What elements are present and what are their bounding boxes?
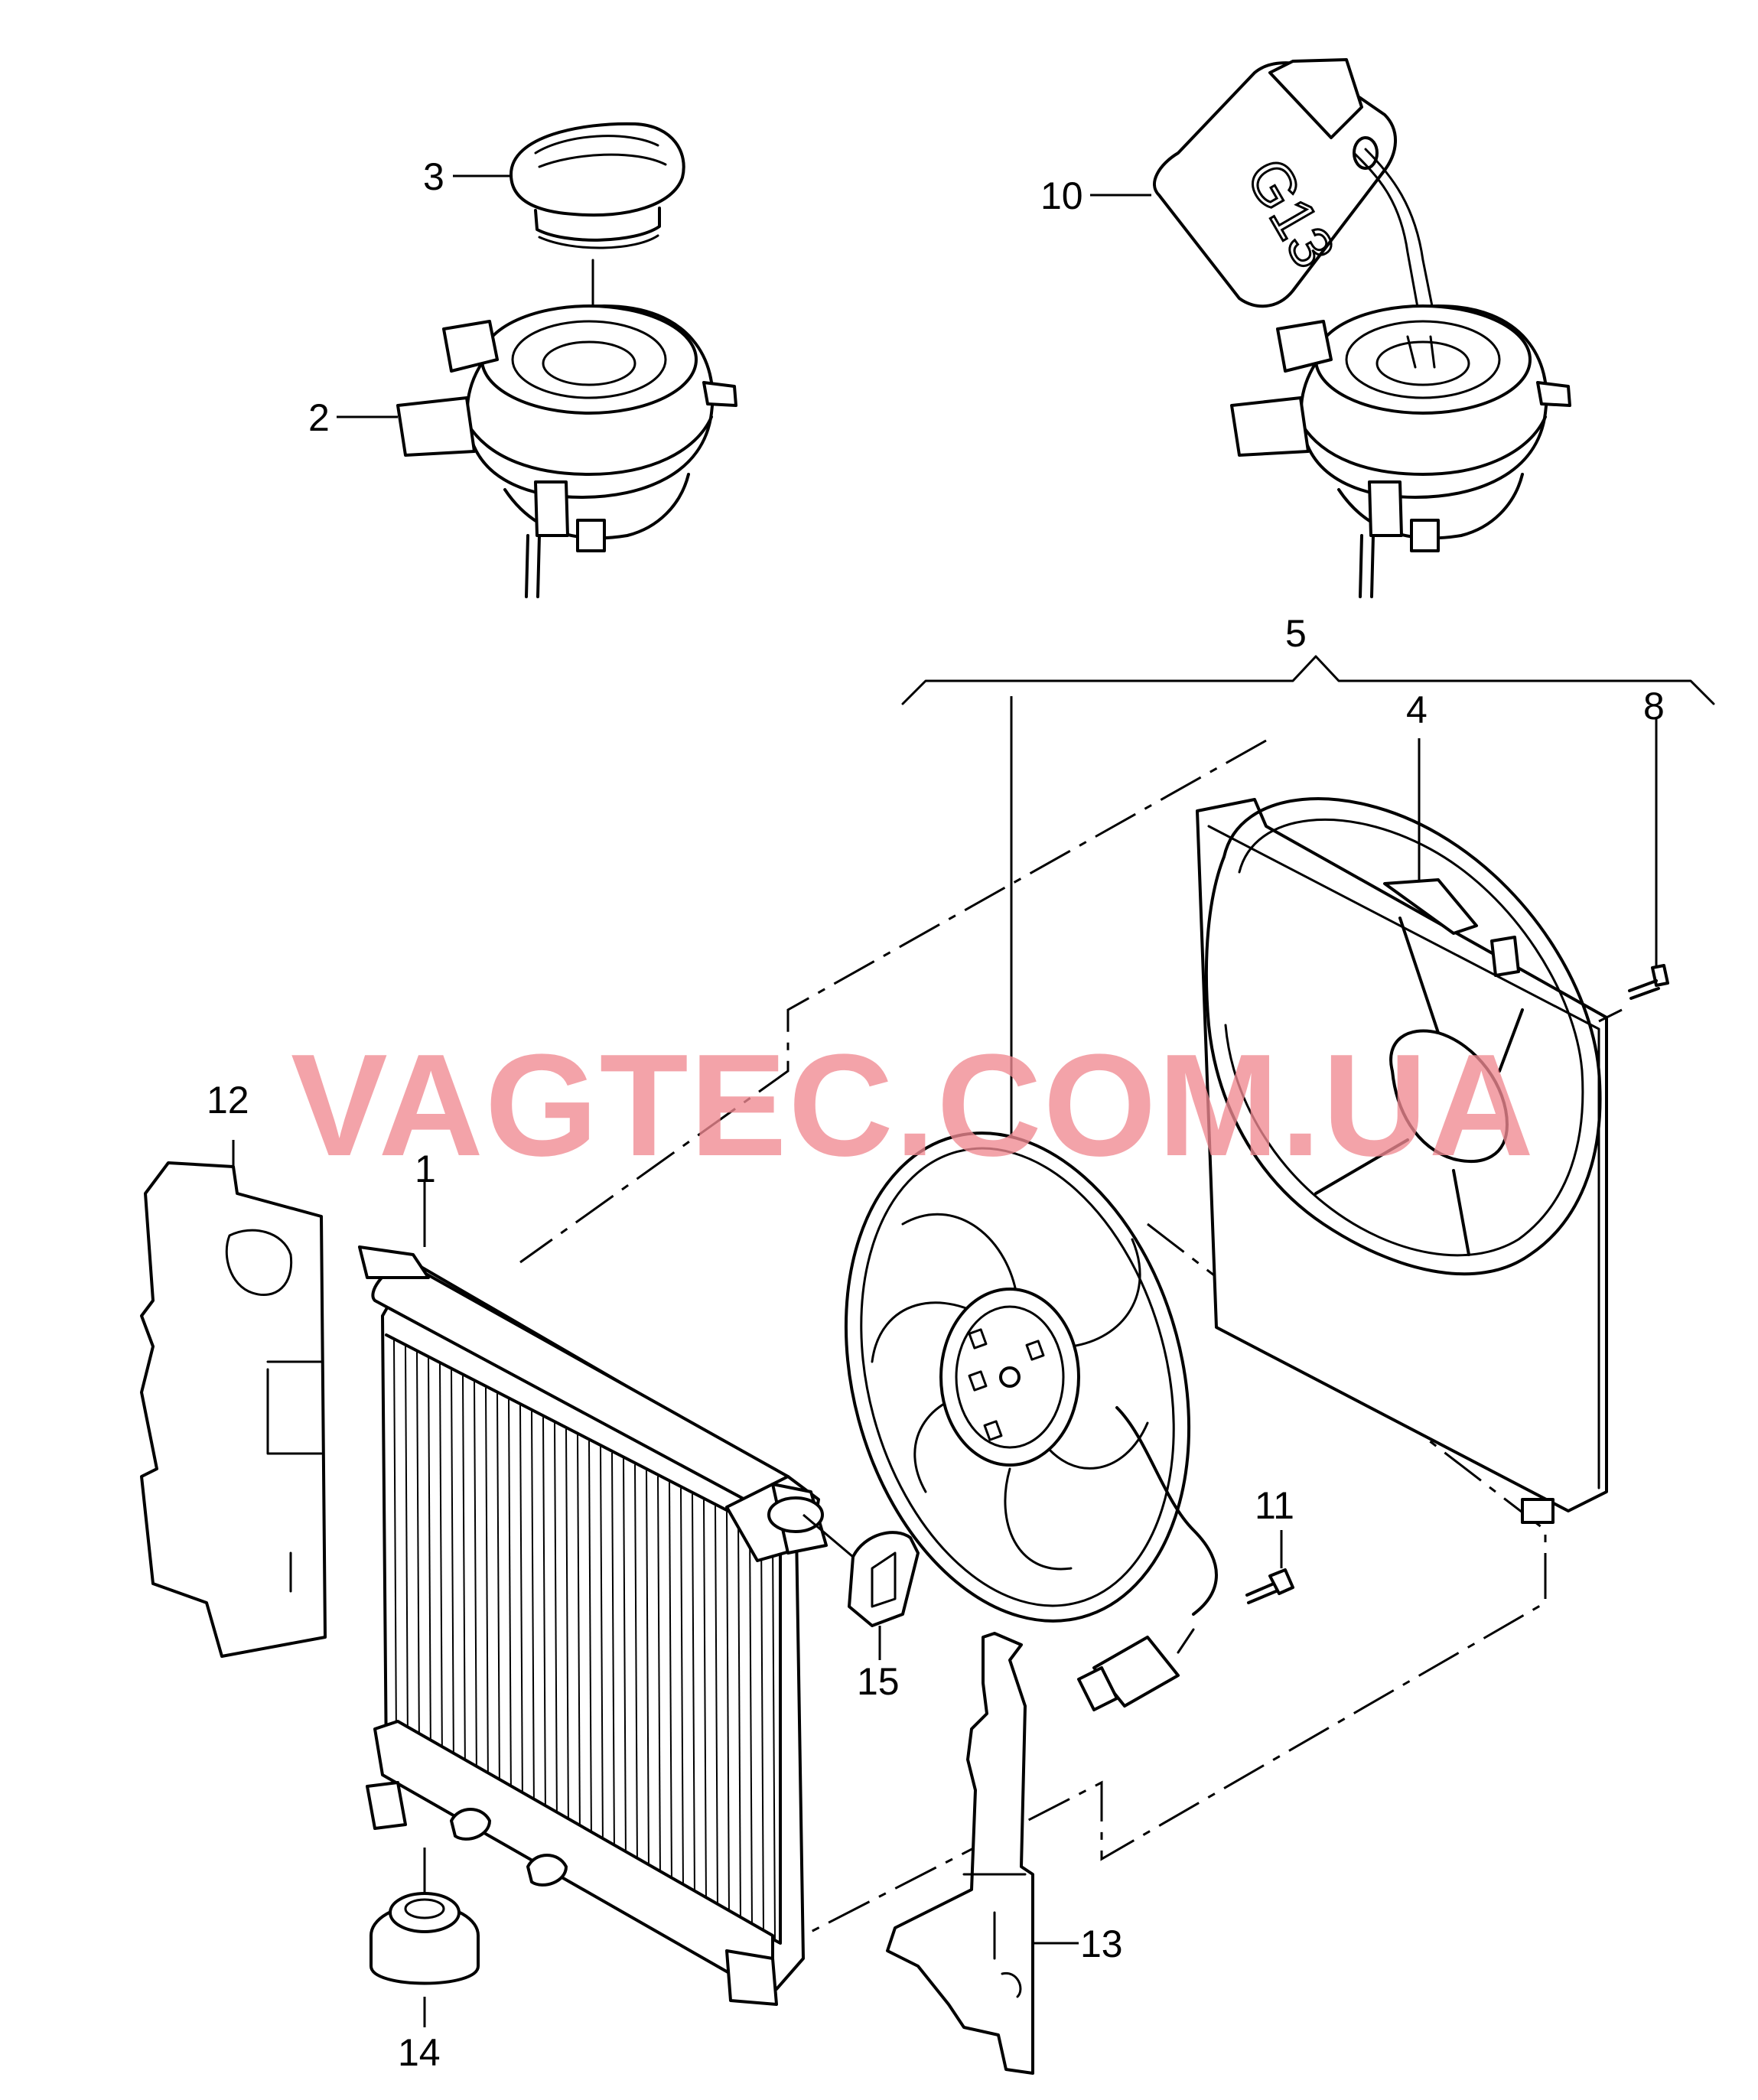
callouts: 3 2 10 5 4 8 12 1 11 15 13 14 bbox=[207, 155, 1665, 2074]
radiator-fins bbox=[393, 1340, 776, 1940]
callout-2: 2 bbox=[308, 396, 330, 439]
callout-14: 14 bbox=[398, 2031, 441, 2074]
radiator-fin bbox=[692, 1493, 695, 1897]
radiator-fin bbox=[634, 1464, 638, 1867]
alignment-lines bbox=[519, 739, 1547, 1933]
expansion-tank-right bbox=[1230, 304, 1571, 598]
air-guide-right bbox=[886, 1632, 1079, 2075]
callout-8: 8 bbox=[1643, 685, 1665, 728]
radiator-fin bbox=[496, 1393, 500, 1795]
fan-shroud bbox=[1196, 797, 1608, 1524]
radiator-fin bbox=[657, 1476, 661, 1880]
callout-12: 12 bbox=[207, 1079, 249, 1122]
radiator-fin bbox=[760, 1529, 764, 1934]
watermark: VAGTEC.COM.UA bbox=[291, 1024, 1535, 1187]
radiator-fin bbox=[519, 1405, 523, 1807]
radiator-fin bbox=[451, 1369, 454, 1771]
rubber-mount bbox=[370, 1848, 480, 2027]
callout-3: 3 bbox=[423, 155, 444, 198]
radiator-fin bbox=[577, 1434, 581, 1838]
radiator bbox=[358, 1245, 828, 2006]
radiator-fin bbox=[508, 1399, 512, 1801]
screw-8 bbox=[1598, 719, 1669, 1023]
screw-11 bbox=[1245, 1530, 1294, 1604]
callout-5: 5 bbox=[1285, 612, 1307, 655]
radiator-fin bbox=[646, 1470, 649, 1874]
radiator-fin bbox=[428, 1358, 431, 1759]
radiator-fin bbox=[565, 1428, 569, 1831]
radiator-fin bbox=[416, 1352, 420, 1753]
radiator-fin bbox=[474, 1382, 477, 1783]
radiator-fin bbox=[680, 1488, 684, 1891]
expansion-tank-left bbox=[396, 304, 737, 598]
radiator-fin bbox=[485, 1387, 489, 1789]
radiator-fin bbox=[623, 1458, 627, 1861]
callout-13: 13 bbox=[1080, 1923, 1123, 1965]
leader-lines bbox=[337, 174, 1421, 1247]
fan-rotor bbox=[844, 1131, 1218, 1623]
callout-1: 1 bbox=[415, 1148, 436, 1190]
radiator-fin bbox=[737, 1517, 741, 1922]
radiator-fin bbox=[669, 1482, 672, 1886]
radiator-fin bbox=[588, 1441, 592, 1843]
radiator-fin bbox=[462, 1376, 466, 1777]
callout-11: 11 bbox=[1255, 1484, 1294, 1527]
radiator-fin bbox=[772, 1535, 776, 1940]
radiator-fin bbox=[726, 1512, 730, 1916]
coolant-canister: G13 bbox=[1153, 58, 1440, 338]
radiator-fin bbox=[439, 1363, 443, 1765]
air-guide-left bbox=[140, 1140, 327, 1658]
radiator-fin bbox=[554, 1423, 558, 1825]
clip-15 bbox=[802, 1513, 920, 1660]
radiator-fin bbox=[531, 1411, 535, 1813]
radiator-fin bbox=[715, 1506, 718, 1910]
radiator-fin bbox=[542, 1417, 546, 1819]
radiator-fin bbox=[749, 1523, 753, 1928]
radiator-fin bbox=[611, 1452, 615, 1855]
assembly-bracket bbox=[901, 655, 1715, 1155]
radiator-fin bbox=[393, 1340, 397, 1741]
radiator-fin bbox=[703, 1499, 707, 1903]
fan-connector bbox=[1077, 1628, 1195, 1711]
radiator-fin bbox=[405, 1346, 409, 1747]
radiator-fin bbox=[600, 1447, 604, 1849]
callout-4: 4 bbox=[1406, 689, 1428, 731]
callout-15: 15 bbox=[857, 1660, 900, 1703]
filler-cap bbox=[509, 122, 685, 361]
callout-10: 10 bbox=[1040, 174, 1083, 217]
